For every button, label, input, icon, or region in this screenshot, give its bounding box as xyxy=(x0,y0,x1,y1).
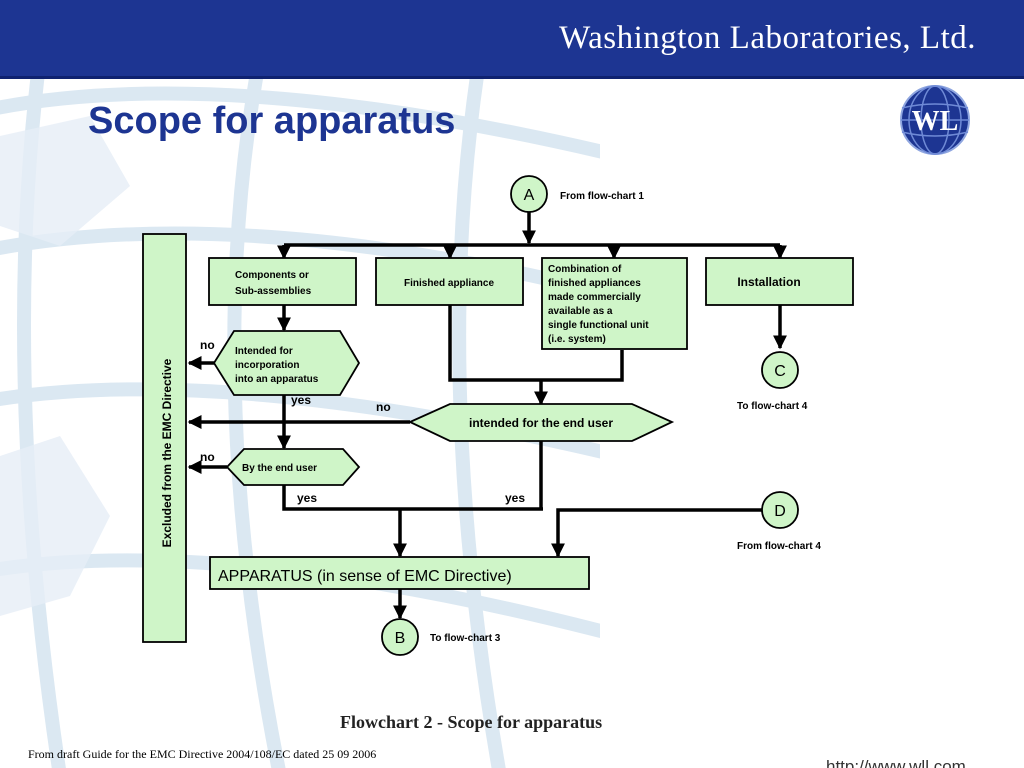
components-label-line-2: Sub-assemblies xyxy=(235,286,312,297)
connector-a-label: A xyxy=(524,187,535,204)
company-name: Washington Laboratories, Ltd. xyxy=(559,20,976,56)
wl-globe-logo: WL xyxy=(900,85,970,155)
components-label-line-1: Components or xyxy=(235,270,309,281)
combination-box: Combination of finished appliances made … xyxy=(541,257,688,350)
connector-b-label: B xyxy=(395,630,406,647)
to-flowchart-3-note: To flow-chart 3 xyxy=(430,633,501,644)
connector-c-label: C xyxy=(774,363,786,380)
to-flowchart-4-note: To flow-chart 4 xyxy=(737,401,808,412)
flowchart-caption: Flowchart 2 - Scope for apparatus xyxy=(340,712,603,732)
combination-label-line-4: available as a xyxy=(548,306,613,317)
finished-appliance-label: Finished appliance xyxy=(404,278,494,289)
combination-label-line-5: single functional unit xyxy=(548,320,649,331)
installation-box: Installation xyxy=(705,257,854,306)
header-bar: Washington Laboratories, Ltd. xyxy=(0,0,1024,79)
combination-label-line-3: made commercially xyxy=(548,292,641,303)
end-user-label: intended for the end user xyxy=(469,416,613,430)
end-user-decision: intended for the end user xyxy=(407,403,675,442)
incorporation-label-line-2: incorporation xyxy=(235,360,299,371)
yes-label-incorporation: yes xyxy=(291,393,311,407)
yes-label-by-end-user: yes xyxy=(297,491,317,505)
no-label-by-end-user: no xyxy=(200,450,215,464)
connector-d-label: D xyxy=(774,503,786,520)
excluded-label: Excluded from the EMC Directive xyxy=(160,358,174,547)
yes-label-end-user: yes xyxy=(505,491,525,505)
incorporation-label-line-1: Intended for xyxy=(235,346,293,357)
excluded-box: Excluded from the EMC Directive xyxy=(142,233,187,643)
logo-text: WL xyxy=(912,106,959,137)
by-end-user-label: By the end user xyxy=(242,463,317,474)
connector-b: B xyxy=(381,618,419,656)
apparatus-box: APPARATUS (in sense of EMC Directive) xyxy=(209,556,590,590)
background-map-graphic xyxy=(0,76,600,768)
connector-lines xyxy=(187,212,787,620)
slide-title: Scope for apparatus xyxy=(88,100,456,142)
footer-source: From draft Guide for the EMC Directive 2… xyxy=(28,747,377,761)
apparatus-label: APPARATUS (in sense of EMC Directive) xyxy=(218,568,512,585)
components-box: Components or Sub-assemblies xyxy=(208,257,357,306)
connector-d: D xyxy=(761,491,799,529)
finished-appliance-box: Finished appliance xyxy=(375,257,524,306)
combination-label-line-1: Combination of xyxy=(548,264,622,275)
combination-label-line-2: finished appliances xyxy=(548,278,641,289)
footer-url[interactable]: http://www.wll.com xyxy=(826,757,966,768)
connector-a: A xyxy=(510,175,548,213)
no-label-incorporation: no xyxy=(200,338,215,352)
combination-label-line-6: (i.e. system) xyxy=(548,334,606,345)
from-flowchart-1-note: From flow-chart 1 xyxy=(560,191,644,202)
by-end-user-decision: By the end user xyxy=(225,448,361,486)
incorporation-decision: Intended for incorporation into an appar… xyxy=(212,330,361,396)
from-flowchart-4-note: From flow-chart 4 xyxy=(737,541,821,552)
incorporation-label-line-3: into an apparatus xyxy=(235,374,319,385)
connector-c: C xyxy=(761,351,799,389)
no-label-end-user: no xyxy=(376,400,391,414)
installation-label: Installation xyxy=(737,275,800,289)
